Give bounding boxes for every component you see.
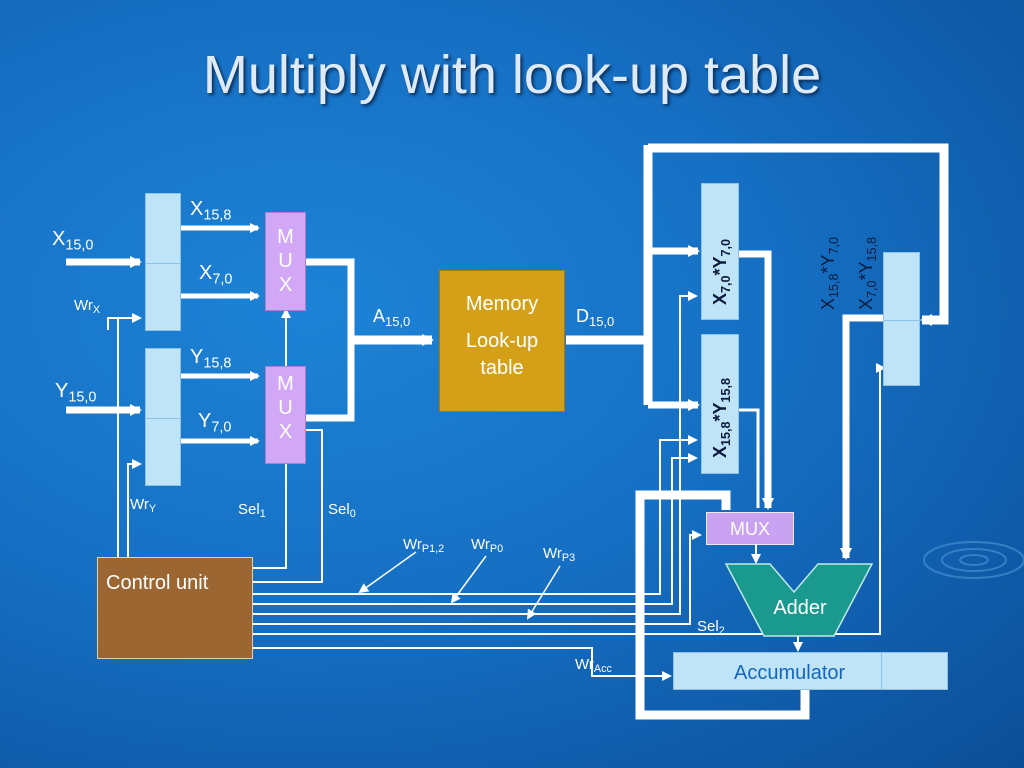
product-register-p1	[701, 183, 739, 320]
label-wr-x: WrX	[74, 297, 101, 317]
label-wr-p12: WrP1,2	[403, 536, 445, 556]
label-product-p3-line1: X15,8*Y7,0	[818, 236, 841, 310]
label-y-high: Y15,8	[190, 346, 232, 372]
label-wr-y: WrY	[130, 496, 157, 516]
label-x-low: X7,0	[199, 262, 233, 288]
label-y-low: Y7,0	[198, 410, 232, 436]
label-data: D15,0	[576, 306, 615, 329]
label-wr-p0: WrP0	[471, 536, 504, 556]
memory-label-lookup: Look-up	[465, 330, 539, 352]
accumulator-label: Accumulator	[734, 662, 846, 684]
adder: Adder	[724, 563, 874, 637]
label-sel0: Sel0	[328, 501, 356, 521]
label-x-high: X15,8	[190, 198, 232, 224]
label-sel1: Sel1	[238, 501, 266, 521]
ripple-decoration	[923, 541, 1024, 579]
mux-y: M U X	[265, 366, 306, 464]
mux-output-label: MUX	[730, 519, 770, 539]
control-unit-label: Control unit	[106, 572, 209, 594]
accumulator: Accumulator	[673, 652, 948, 690]
mux-output: MUX	[706, 512, 794, 545]
label-product-p1: X7,0*Y7,0	[710, 238, 733, 305]
label-sel2: Sel2	[697, 618, 725, 638]
adder-label: Adder	[773, 597, 827, 619]
control-unit: Control unit	[97, 557, 253, 659]
y-input-register	[145, 348, 181, 486]
mux-x-letter-u: U	[278, 250, 293, 272]
memory-label: Memory	[465, 293, 539, 315]
memory-label-table: table	[480, 357, 524, 379]
label-x-input: X15,0	[52, 228, 94, 254]
mux-y-letter-x: X	[278, 421, 293, 443]
mux-x-letter-m: M	[277, 226, 294, 248]
product-register-p2	[701, 334, 739, 474]
label-wr-acc: WrAcc	[575, 656, 612, 676]
slide-title: Multiply with look-up table	[202, 45, 822, 105]
mux-x-letter-x: X	[278, 274, 293, 296]
x-input-register	[145, 193, 181, 331]
label-product-p3-line2: X7,0*Y15,8	[856, 236, 879, 310]
label-address: A15,0	[373, 306, 411, 329]
label-wr-p3: WrP3	[543, 545, 576, 565]
label-y-input: Y15,0	[55, 380, 97, 406]
mux-x: M U X	[265, 212, 306, 311]
memory-lookup-table: Memory Look-up table	[439, 270, 565, 412]
product-register-p3	[883, 252, 920, 386]
mux-y-letter-u: U	[278, 397, 293, 419]
mux-y-letter-m: M	[277, 373, 294, 395]
label-product-p2: X15,8*Y15,8	[710, 377, 733, 458]
